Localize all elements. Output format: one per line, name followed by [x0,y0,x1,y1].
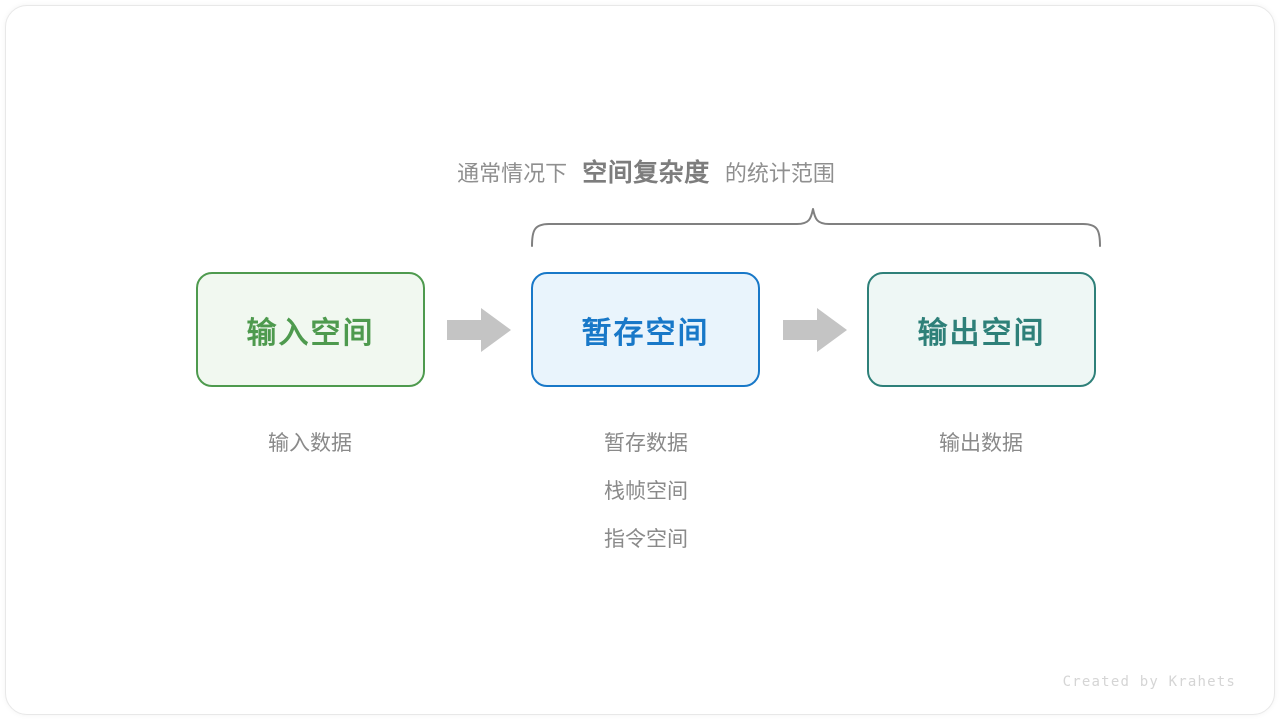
brace-title-emphasis: 空间复杂度 [582,159,710,187]
box-input-space[interactable]: 输入空间 [196,272,425,387]
watermark: Created by Krahets [1062,674,1236,690]
caption-line: 输出数据 [939,432,1023,455]
caption-line: 暂存数据 [604,432,688,455]
caption-input: 输入数据 [180,420,440,468]
brace-title: 通常情况下 空间复杂度 的统计范围 [6,156,1274,191]
box-output-space[interactable]: 输出空间 [867,272,1096,387]
arrow-right-icon [783,308,847,352]
brace-title-suffix: 的统计范围 [724,161,835,186]
caption-line: 输入数据 [268,432,352,455]
curly-brace-icon [531,208,1101,247]
caption-line: 指令空间 [604,528,688,551]
caption-temp: 暂存数据 栈帧空间 指令空间 [516,420,776,564]
box-input-space-label: 输入空间 [246,316,375,350]
box-temp-space[interactable]: 暂存空间 [531,272,760,387]
brace-title-prefix: 通常情况下 [457,161,568,186]
caption-output: 输出数据 [851,420,1111,468]
box-temp-space-label: 暂存空间 [581,316,710,350]
box-output-space-label: 输出空间 [917,316,1046,350]
arrow-right-icon [447,308,511,352]
diagram-card: 通常情况下 空间复杂度 的统计范围 输入空间 暂存空间 输出空间 输入数据 [5,5,1275,715]
caption-line: 栈帧空间 [604,480,688,503]
